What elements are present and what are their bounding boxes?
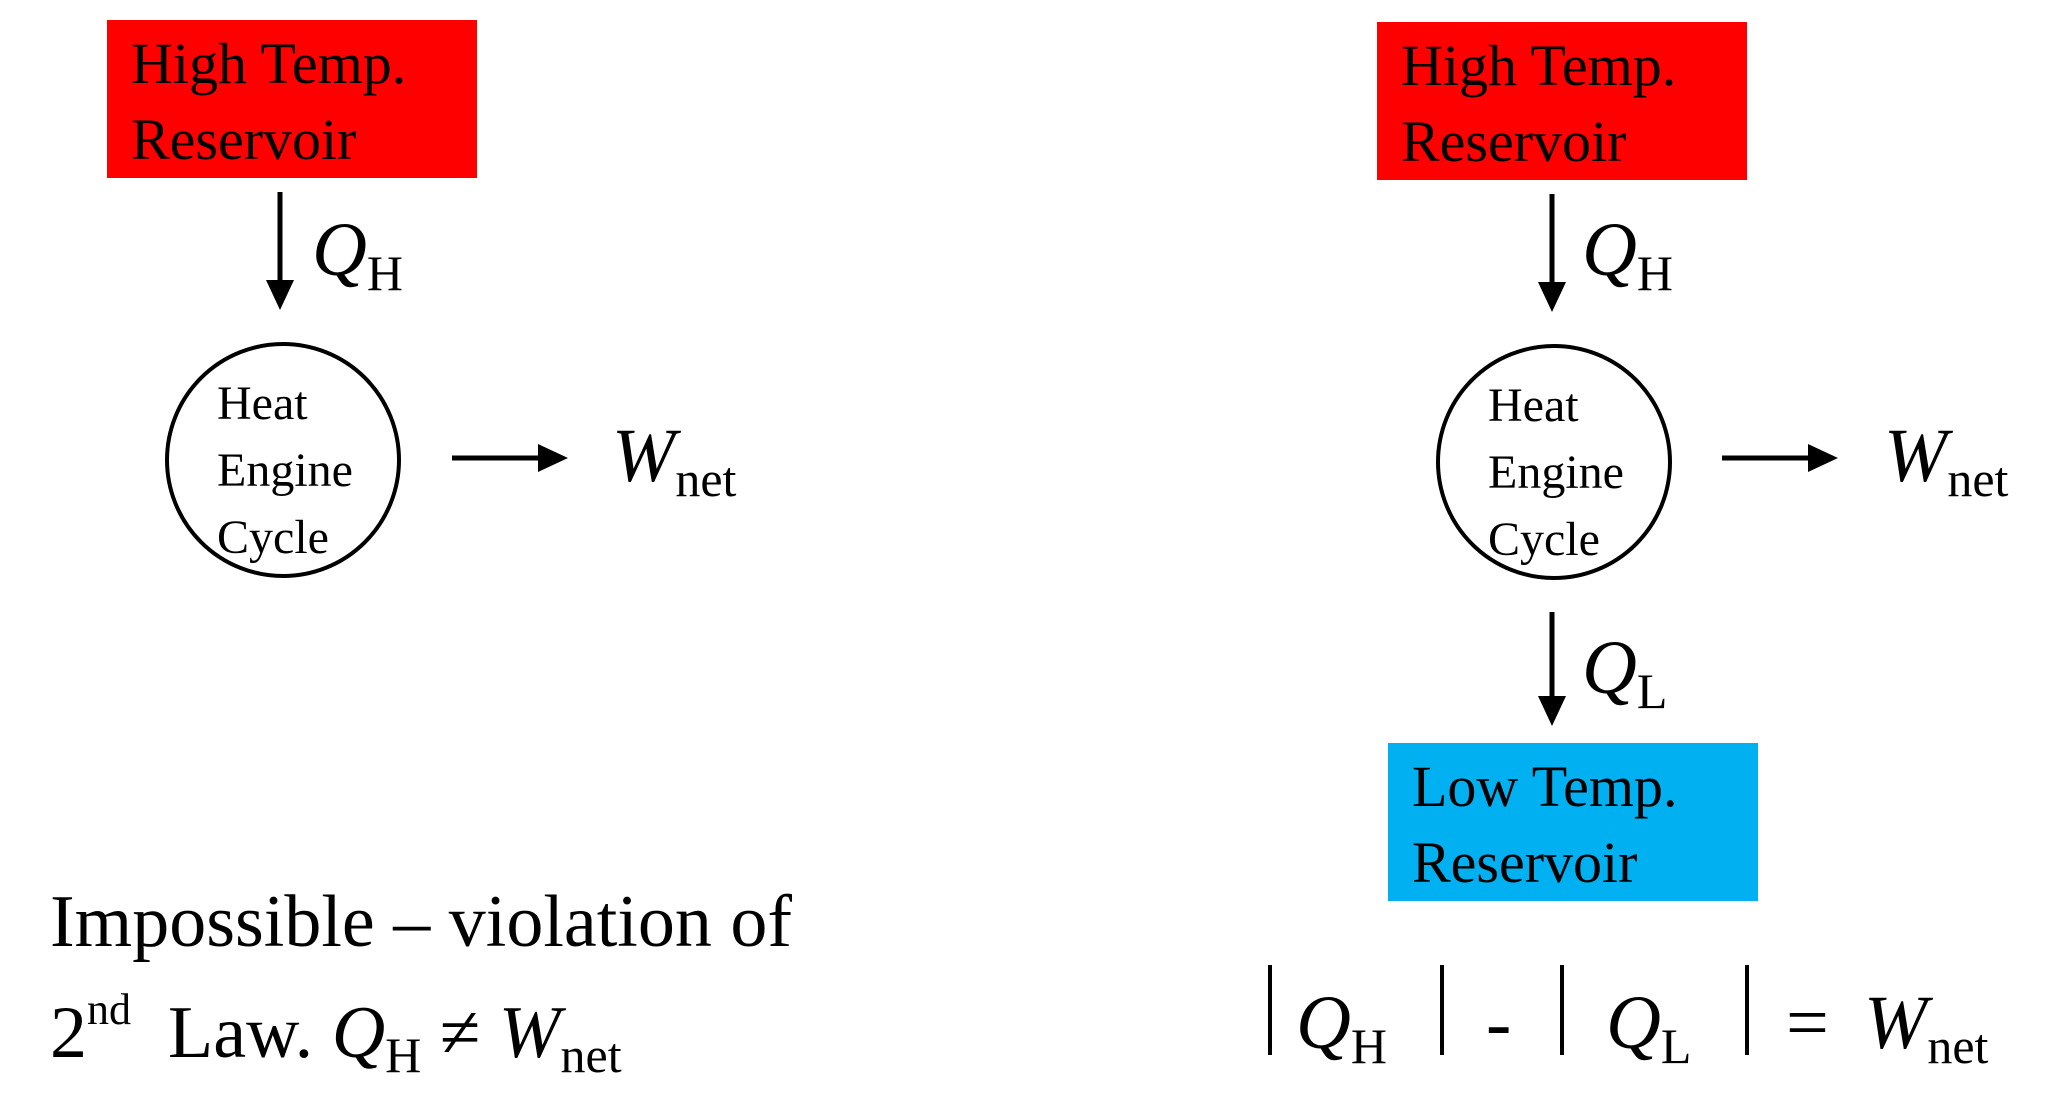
left-qh-base: Q	[312, 208, 367, 292]
equation-qh-sub: H	[1350, 1018, 1387, 1074]
equation-wnet: Wnet	[1864, 985, 1988, 1071]
right-engine-label: Heat Engine Cycle	[1488, 372, 1624, 573]
left-caption-w-base: W	[498, 992, 561, 1074]
left-wnet-arrow	[452, 444, 568, 472]
right-wnet-base: W	[1884, 414, 1948, 498]
right-engine-line2: Engine	[1488, 446, 1624, 499]
right-cold-reservoir-line2: Reservoir	[1412, 830, 1638, 895]
left-caption-q-sub: H	[385, 1027, 422, 1083]
equation-minus: -	[1486, 981, 1512, 1065]
right-wnet-sub: net	[1947, 451, 2009, 507]
left-engine-line1: Heat	[217, 377, 308, 430]
abs-bar-4	[1745, 965, 1749, 1055]
abs-bar-3	[1560, 965, 1564, 1055]
equation-wnet-base: W	[1864, 981, 1928, 1065]
equation-ql-base: Q	[1606, 981, 1661, 1065]
right-ql-arrow	[1538, 612, 1566, 726]
equation-qh-base: Q	[1296, 981, 1351, 1065]
right-hot-reservoir-line2: Reservoir	[1401, 109, 1627, 174]
left-wnet-label: Wnet	[612, 418, 736, 504]
left-wnet-base: W	[612, 414, 676, 498]
left-caption: Impossible – violation of 2nd Law. QH ≠ …	[50, 878, 792, 1099]
right-engine-line3: Cycle	[1488, 513, 1600, 566]
right-engine-circle: Heat Engine Cycle	[1436, 344, 1672, 580]
left-hot-reservoir: High Temp. Reservoir	[107, 20, 477, 178]
right-cold-reservoir-line1: Low Temp.	[1412, 754, 1678, 819]
right-wnet-label: Wnet	[1884, 418, 2008, 504]
right-engine-line1: Heat	[1488, 379, 1579, 432]
left-engine-label: Heat Engine Cycle	[217, 370, 353, 571]
right-ql-base: Q	[1582, 626, 1637, 710]
right-wnet-arrow	[1722, 444, 1838, 472]
left-caption-w-sub: net	[560, 1027, 622, 1083]
right-qh-arrow	[1538, 194, 1566, 312]
left-hot-reservoir-line1: High Temp.	[131, 31, 407, 96]
left-caption-line1: Impossible – violation of	[50, 881, 792, 963]
left-wnet-sub: net	[675, 451, 737, 507]
left-caption-neq: ≠	[439, 992, 481, 1074]
equation-equals: =	[1786, 981, 1829, 1065]
left-caption-ordinal-suffix: nd	[87, 985, 131, 1034]
equation-ql: QL	[1606, 985, 1691, 1071]
left-caption-line2: 2nd Law. QH ≠ Wnet	[50, 966, 792, 1099]
right-hot-reservoir-line1: High Temp.	[1401, 33, 1677, 98]
right-ql-label: QL	[1582, 630, 1667, 716]
right-ql-sub: L	[1636, 663, 1668, 719]
right-cold-reservoir: Low Temp. Reservoir	[1388, 743, 1758, 901]
left-hot-reservoir-line2: Reservoir	[131, 107, 357, 172]
left-engine-circle: Heat Engine Cycle	[165, 342, 401, 578]
left-engine-line3: Cycle	[217, 511, 329, 564]
right-qh-sub: H	[1636, 245, 1673, 301]
equation-ql-sub: L	[1660, 1018, 1692, 1074]
abs-bar-1	[1268, 965, 1272, 1055]
abs-bar-2	[1440, 965, 1444, 1055]
left-engine-line2: Engine	[217, 444, 353, 497]
left-caption-law: Law.	[168, 992, 314, 1074]
equation-wnet-sub: net	[1927, 1018, 1989, 1074]
right-qh-base: Q	[1582, 208, 1637, 292]
left-qh-label: QH	[312, 212, 403, 298]
right-hot-reservoir: High Temp. Reservoir	[1377, 22, 1747, 180]
left-qh-sub: H	[366, 245, 403, 301]
left-qh-arrow	[266, 192, 294, 310]
right-qh-label: QH	[1582, 212, 1673, 298]
equation-qh: QH	[1296, 985, 1387, 1071]
left-caption-q-base: Q	[331, 992, 386, 1074]
left-caption-ordinal: 2	[50, 992, 87, 1074]
